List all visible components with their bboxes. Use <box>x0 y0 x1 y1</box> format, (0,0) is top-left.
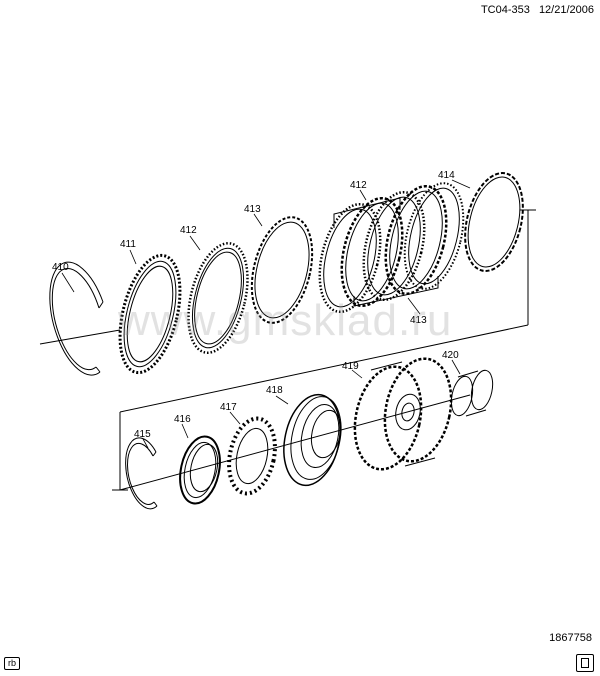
document-icon[interactable] <box>576 654 594 672</box>
sleeve-420 <box>450 369 494 417</box>
callout-417: 417 <box>220 402 237 413</box>
clutch-plate-413 <box>250 216 314 324</box>
callout-418: 418 <box>266 385 283 396</box>
callout-412: 412 <box>180 225 197 236</box>
drawing-header: TC04-353 12/21/2006 <box>481 4 594 16</box>
snap-ring-410 <box>49 261 104 376</box>
callout-414: 414 <box>438 170 455 181</box>
clutch-housing-419 <box>353 357 453 471</box>
snap-ring-415 <box>125 437 158 510</box>
figure-number: 1867758 <box>549 632 592 644</box>
drawing-code: TC04-353 <box>480 4 530 16</box>
callout-412-pack: 412 <box>350 180 367 191</box>
callout-419: 419 <box>342 361 359 372</box>
retainer-416 <box>179 435 221 505</box>
callout-413: 413 <box>244 204 261 215</box>
leader-lines <box>61 179 471 449</box>
spring-assembly-417 <box>227 416 277 496</box>
callout-labels: 410 411 412 413 412 414 413 415 416 417 … <box>52 170 459 440</box>
lower-assembly-frame <box>119 394 471 491</box>
corner-tag: rb <box>4 657 21 670</box>
clutch-pack-stack <box>318 182 465 314</box>
drawing-date: 12/21/2006 <box>538 4 594 16</box>
callout-410: 410 <box>52 262 69 273</box>
callout-411: 411 <box>120 239 136 250</box>
backing-plate-411 <box>118 253 182 375</box>
callout-413-pack: 413 <box>410 315 427 326</box>
pressure-plate-414 <box>464 172 524 272</box>
callout-420: 420 <box>442 350 459 361</box>
callout-416: 416 <box>174 414 191 425</box>
callout-415: 415 <box>134 429 151 440</box>
clutch-plate-412 <box>187 242 249 354</box>
piston-418 <box>283 393 342 487</box>
upper-assembly-frame <box>39 209 536 491</box>
